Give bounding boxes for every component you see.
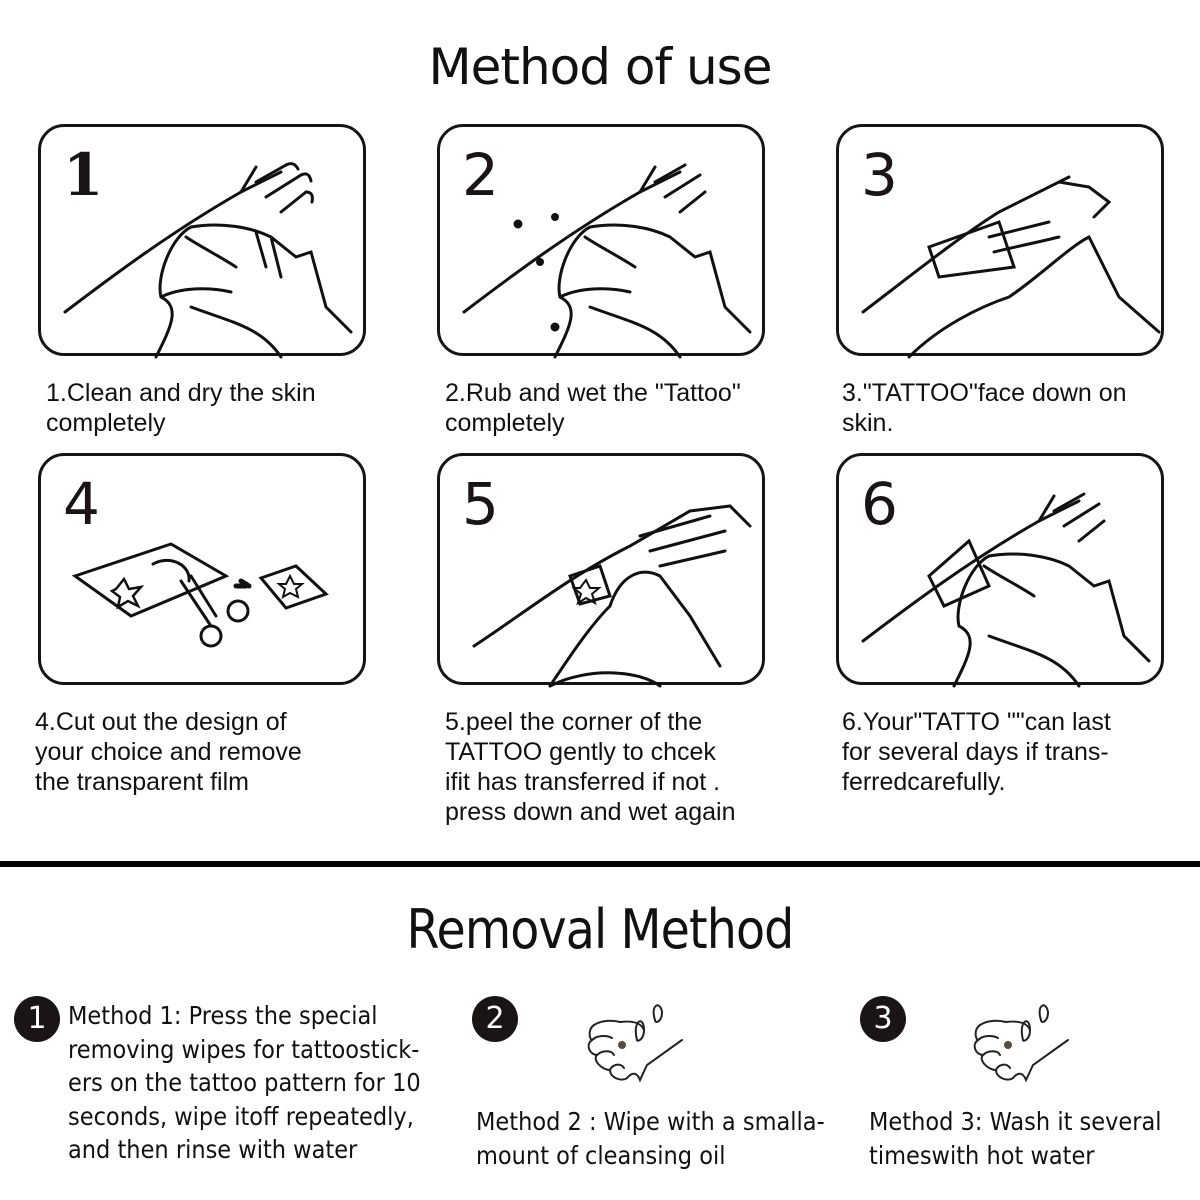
tattoo-face-down-on-hand-icon [861,175,1161,359]
step-number: 5 [462,470,499,538]
hands-wetting-tattoo-icon [462,163,752,359]
hand-with-water-drops-icon [587,1004,683,1083]
step-2-caption: 2.Rub and wet the "Tattoo" completely [445,379,741,437]
removal-method-title: Removal Method [406,898,795,961]
peeling-tattoo-corner-icon [472,504,752,688]
method-3-text: Method 3: Wash it several timeswith hot … [869,1107,1162,1170]
step-5-panel: 5 [437,453,765,688]
step-5-caption: 5.peel the corner of the TATTOO gently t… [445,708,736,826]
step-1-caption: 1.Clean and dry the skin completely [46,379,316,437]
method-of-use-title: Method of use [428,38,772,96]
step-4-panel: 4 [38,453,366,685]
step-1-panel: 1 [38,124,366,359]
method-1-badge: 1 [14,996,60,1042]
method-2-badge: 2 [472,996,518,1042]
hand-with-water-drops-icon [973,1004,1069,1083]
method-2-text: Method 2 : Wipe with a smalla- mount of … [476,1107,825,1170]
hands-wiping-skin-icon [63,162,353,359]
step-3-caption: 3."TATTOO"face down on skin. [842,379,1127,437]
tattoo-on-hand-icon [861,492,1151,688]
step-number: 6 [861,470,898,538]
step-number: 4 [63,470,100,538]
step-number: 2 [462,141,499,209]
step-2-panel: 2 [437,124,765,359]
step-6-caption: 6.Your"TATTO ""can last for several days… [842,708,1111,796]
step-4-caption: 4.Cut out the design of your choice and … [35,708,302,796]
scissors-cutting-design-icon [71,542,329,648]
step-number: 3 [861,141,898,209]
step-number: 1 [63,141,104,209]
method-3-badge: 3 [860,996,906,1042]
section-divider [0,861,1200,867]
method-1-text: Method 1: Press the special removing wip… [68,1001,421,1164]
step-3-panel: 3 [836,124,1164,359]
step-6-panel: 6 [836,453,1164,688]
